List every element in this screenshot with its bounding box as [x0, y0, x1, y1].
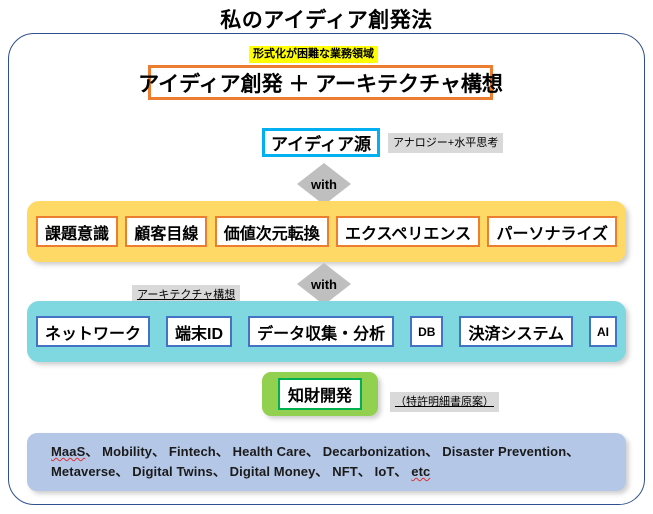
ip-development-note: （特許明細書原案） [390, 392, 499, 412]
domains-term-etc: etc [411, 464, 431, 479]
domains-term-maas: MaaS [51, 444, 86, 459]
ip-development-band: 知財開発 [262, 372, 378, 416]
architecture-chip: ネットワーク [36, 316, 151, 347]
domains-footer-line-2: Metaverse、 Digital Twins、 Digital Money、… [51, 462, 608, 482]
domains-footer-line-1-rest: 、 Mobility、 Fintech、 Health Care、 Decarb… [85, 444, 580, 459]
domains-footer: MaaS、 Mobility、 Fintech、 Health Care、 De… [27, 433, 626, 491]
headline-box: アイディア創発 ＋ アーキテクチャ構想 [138, 65, 503, 100]
architecture-chip: DB [410, 316, 444, 347]
idea-method-chip: 課題意識 [36, 216, 119, 247]
domains-footer-line-1: MaaS、 Mobility、 Fintech、 Health Care、 De… [51, 442, 608, 462]
architecture-chip: 端末ID [166, 316, 233, 347]
ip-development-label: 知財開発 [277, 378, 362, 410]
connector-with-upper: with [297, 163, 351, 205]
idea-source-box: アイディア源 [262, 128, 380, 157]
idea-method-chip: 顧客目線 [125, 216, 208, 247]
architecture-row-note: アーキテクチャ構想 [132, 285, 241, 305]
idea-source-label: アイディア源 [271, 135, 371, 154]
architecture-chip: 決済システム [459, 316, 573, 347]
idea-methods-row: 課題意識 顧客目線 価値次元転換 エクスペリエンス パーソナライズ [27, 201, 626, 262]
idea-source-note: アナロジー+水平思考 [388, 133, 504, 153]
connector-with-lower: with [297, 263, 351, 305]
connector-with-lower-label: with [311, 276, 337, 292]
architecture-row: ネットワーク 端末ID データ収集・分析 DB 決済システム AI [27, 301, 626, 362]
domains-footer-line-2-start: Metaverse、 Digital Twins、 Digital Money、… [51, 464, 412, 479]
idea-method-chip: パーソナライズ [487, 216, 617, 247]
idea-method-chip: エクスペリエンス [336, 216, 481, 247]
headline-highlight-label: 形式化が困難な業務領域 [249, 46, 378, 63]
connector-with-upper-label: with [311, 176, 337, 192]
headline-text: アイディア創発 ＋ アーキテクチャ構想 [138, 72, 503, 96]
architecture-chip: AI [589, 316, 617, 347]
architecture-chip: データ収集・分析 [248, 316, 395, 347]
page-title: 私のアイディア創発法 [220, 9, 433, 32]
idea-method-chip: 価値次元転換 [214, 216, 329, 247]
